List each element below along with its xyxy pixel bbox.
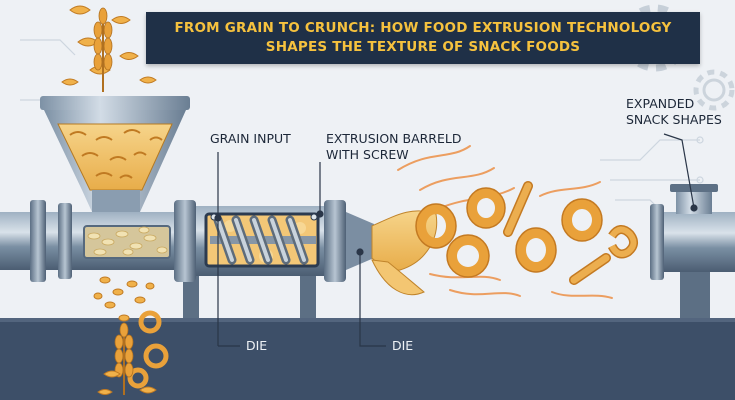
leader-lines xyxy=(214,133,698,347)
label-extrusion-barrel-line-1: EXTRUSION BARRELD xyxy=(326,131,462,146)
label-die-right: DIE xyxy=(392,338,414,353)
dropping-grains xyxy=(93,276,155,322)
floor-base xyxy=(0,318,735,400)
barrel-flange-right xyxy=(324,200,346,282)
wheat-icon xyxy=(93,7,113,92)
label-extrusion-barrel-line-2: WITH SCREW xyxy=(326,147,409,162)
screw-icon xyxy=(210,215,316,265)
pipe-flange xyxy=(30,200,46,282)
title-banner: FROM GRAIN TO CRUNCH: HOW FOOD EXTRUSION… xyxy=(146,12,700,64)
label-grain-input: GRAIN INPUT xyxy=(210,131,291,146)
label-expanded-line-2: SNACK SHAPES xyxy=(626,112,722,127)
gear-icon xyxy=(693,69,735,111)
label-expanded-line-1: EXPANDED xyxy=(626,96,695,111)
wheat-icon xyxy=(114,322,134,395)
snack-stick xyxy=(503,181,638,285)
support-leg xyxy=(680,270,710,318)
hopper-rim xyxy=(40,96,190,110)
grain-flakes xyxy=(87,226,168,256)
outlet-pipe xyxy=(664,212,735,272)
feed-window xyxy=(83,225,171,259)
title-line-2: SHAPES THE TEXTURE OF SNACK FOODS xyxy=(265,39,581,55)
outlet-flange xyxy=(650,204,664,280)
label-die-left: DIE xyxy=(246,338,268,353)
motion-streaks xyxy=(397,145,613,299)
die-nozzle xyxy=(346,212,374,270)
ring-snack-icon xyxy=(127,310,169,389)
barrel-flange-left xyxy=(174,200,196,282)
title-line-1: FROM GRAIN TO CRUNCH: HOW FOOD EXTRUSION… xyxy=(174,20,672,36)
ring-snack-icon xyxy=(416,188,602,277)
pipe-flange xyxy=(58,203,72,279)
hopper-pasta xyxy=(69,129,163,179)
